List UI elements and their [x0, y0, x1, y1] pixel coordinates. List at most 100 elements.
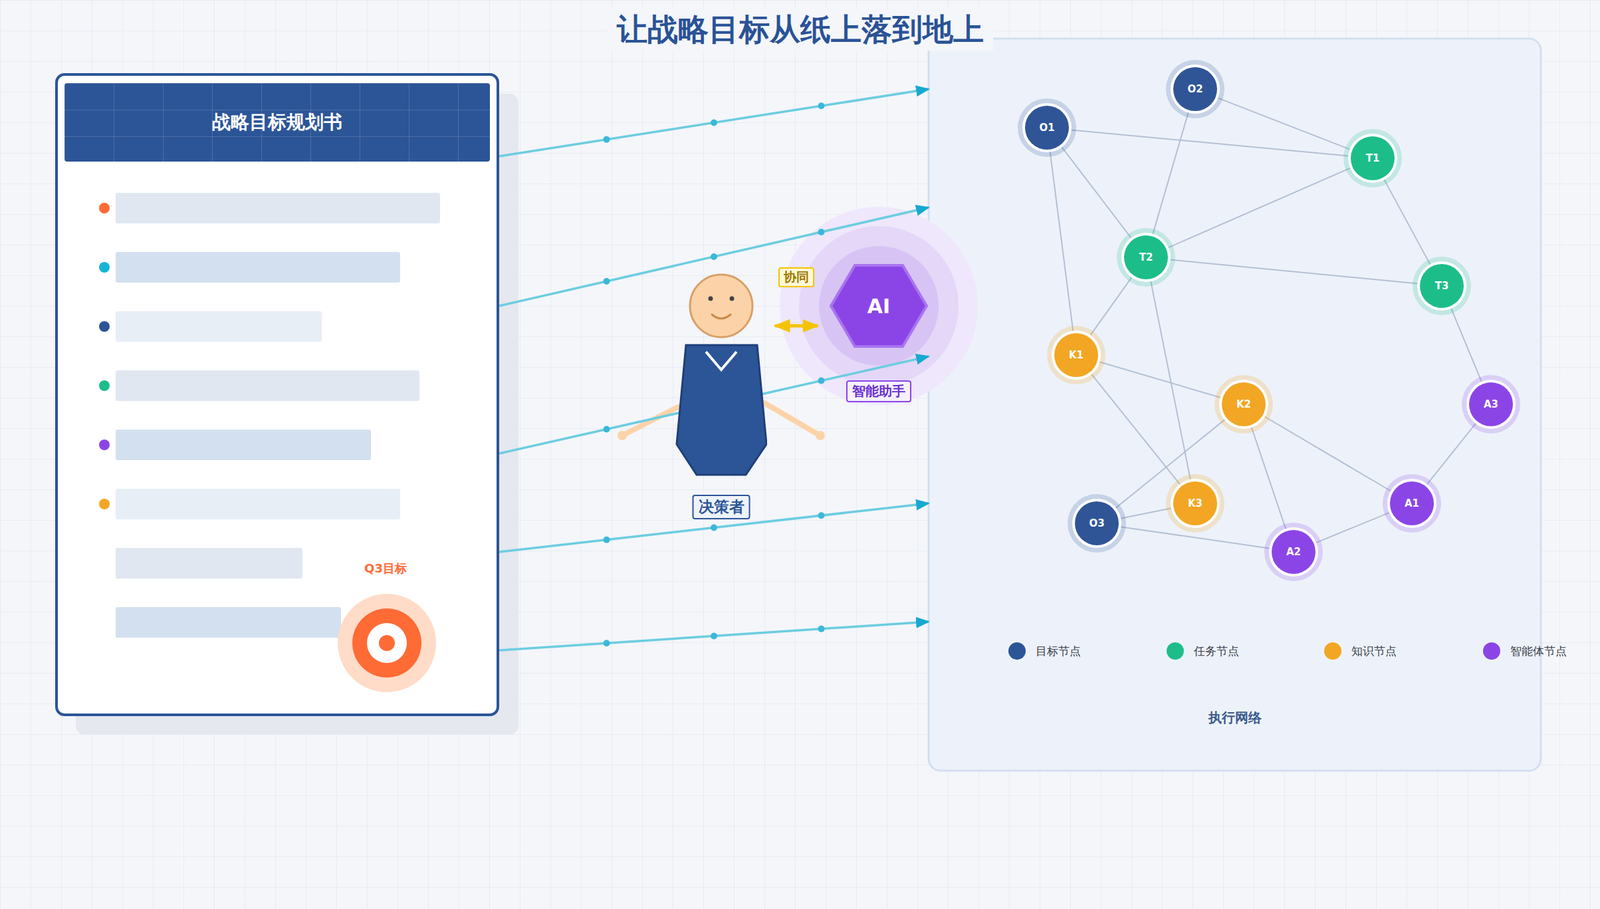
network-node: K3 — [1173, 481, 1218, 526]
hexagon-outline — [830, 265, 927, 347]
bullet-dot — [99, 380, 110, 391]
flow-dot — [710, 632, 718, 640]
network-link — [1216, 97, 1353, 150]
network-link — [1049, 150, 1073, 334]
target-label: Q3目标 — [364, 560, 407, 577]
person-eye — [729, 296, 735, 302]
network-link — [1251, 425, 1287, 531]
person-smile — [711, 314, 731, 319]
text-bar — [115, 370, 420, 401]
person-eye — [708, 296, 714, 302]
flow-dot — [710, 119, 718, 127]
network-link — [1152, 111, 1190, 236]
node-id: O3 — [1088, 517, 1105, 530]
person-head — [689, 274, 753, 338]
network-node: K1 — [1054, 333, 1099, 377]
network-node: T2 — [1124, 235, 1168, 280]
legend-swatch — [1483, 642, 1501, 660]
person-collar — [705, 351, 737, 370]
person-arm — [764, 402, 819, 435]
text-bar — [115, 192, 441, 224]
text-bar — [115, 429, 371, 460]
node-id: A3 — [1483, 398, 1499, 411]
network-link — [1383, 178, 1432, 266]
network-link — [1150, 279, 1192, 481]
collab-arrow — [775, 324, 818, 328]
node-id: T3 — [1435, 279, 1450, 292]
header-band: 战略目标规划书 — [64, 83, 490, 162]
legend-swatch — [1324, 642, 1342, 660]
text-bar — [115, 311, 322, 342]
bullet-dot — [99, 202, 110, 214]
flow-dot — [818, 377, 825, 385]
network-node: A3 — [1469, 382, 1513, 427]
target-icon — [366, 622, 407, 663]
text-bar — [115, 488, 401, 520]
flow-dot — [603, 426, 611, 433]
network-link — [1119, 526, 1272, 549]
ai-hexagon: AI智能助手 — [829, 263, 928, 349]
node-id: K3 — [1187, 497, 1203, 510]
legend-swatch — [1166, 642, 1184, 660]
ai-glow — [799, 226, 959, 386]
text-bar — [115, 251, 401, 283]
target-icon — [378, 634, 395, 651]
person-hand — [815, 430, 825, 441]
network-node: T1 — [1350, 136, 1395, 181]
legend-text: 智能体节点 — [1510, 643, 1567, 659]
node-id: T2 — [1139, 251, 1154, 264]
network-node: A2 — [1271, 529, 1316, 574]
bullet-dot — [99, 261, 110, 273]
network-node: A1 — [1389, 481, 1434, 526]
network-link — [1089, 275, 1133, 338]
document-title: 战略目标规划书 — [212, 109, 343, 135]
bullet-dot — [99, 439, 110, 451]
flow-arrow — [499, 621, 929, 651]
person-body — [676, 344, 767, 475]
node-id: A1 — [1404, 497, 1420, 510]
network-panel-ground — [928, 38, 1541, 771]
ai-label: 智能助手 — [846, 380, 912, 403]
person-label: 决策者 — [692, 494, 751, 520]
network-node: O3 — [1074, 501, 1119, 546]
person-figure: 决策者 — [675, 273, 768, 521]
network-link — [1425, 422, 1478, 486]
flow-dot — [603, 639, 611, 647]
bullet-dot — [99, 321, 110, 332]
document-card: 战略目标规划书 — [55, 73, 500, 716]
target-icon — [352, 608, 422, 678]
legend-swatch — [1008, 642, 1026, 660]
flow-dot — [818, 228, 825, 236]
network-link — [1450, 306, 1483, 383]
flow-dot — [818, 102, 825, 110]
person-hand — [617, 430, 627, 441]
network-link — [1262, 415, 1392, 492]
node-id: O1 — [1038, 121, 1055, 134]
network-link — [1168, 259, 1420, 284]
network-title: 执行网络 — [1208, 708, 1262, 727]
network-panel: 执行网络 O1 O2T1T2T3K1K2K3O3 A1A2 A3 — [928, 38, 1541, 771]
network-node: T3 — [1419, 263, 1464, 308]
ai-text: AI — [867, 294, 891, 318]
target-icon — [337, 593, 437, 692]
person-drawing — [675, 273, 768, 486]
network-node: O1 — [1025, 105, 1069, 150]
flow-arrow — [499, 89, 929, 157]
flow-dot — [818, 511, 825, 519]
node-id: A2 — [1286, 545, 1301, 558]
ai-glow — [779, 206, 978, 405]
node-id: K1 — [1068, 348, 1084, 361]
legend-text: 知识节点 — [1351, 643, 1397, 659]
legend-text: 目标节点 — [1035, 643, 1081, 659]
text-bar — [115, 547, 303, 579]
bullet-dot — [99, 498, 110, 510]
node-id: T1 — [1366, 152, 1380, 165]
node-id: K2 — [1236, 398, 1252, 411]
ai-glow — [818, 245, 939, 366]
edge-label: 协同 — [778, 267, 815, 288]
network-node: K2 — [1221, 382, 1266, 427]
network-node: O2 — [1173, 67, 1218, 112]
network-link — [1098, 361, 1223, 399]
network-link — [1118, 507, 1173, 519]
